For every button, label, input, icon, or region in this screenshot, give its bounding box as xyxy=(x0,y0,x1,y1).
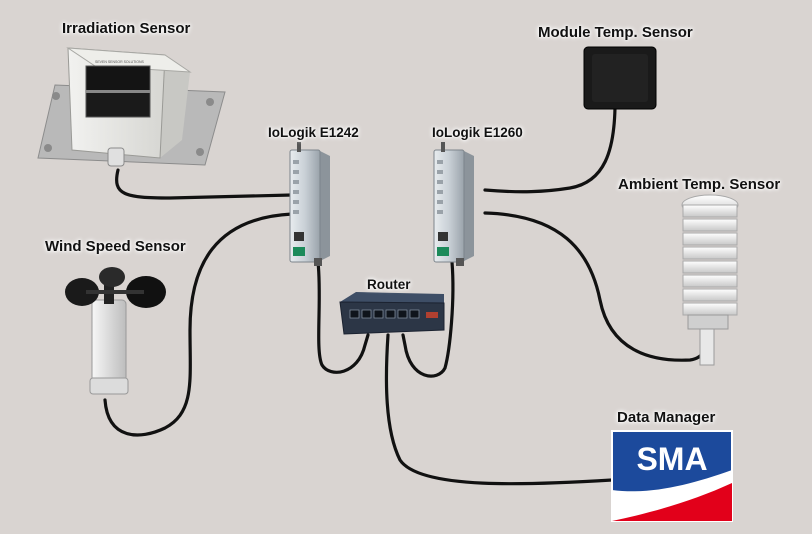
ambient-temp-probe xyxy=(699,328,715,366)
cable-gland xyxy=(107,147,125,167)
data-manager-label: Data Manager xyxy=(617,409,716,426)
cable-e1242-to-router xyxy=(316,260,370,374)
router-ports xyxy=(349,309,420,319)
cable-module-temp-to-e1260 xyxy=(483,106,617,194)
e1260-ethernet-port xyxy=(438,232,448,241)
anemometer-cup-back xyxy=(99,267,125,287)
anemometer-cup-right xyxy=(126,276,166,308)
router-device xyxy=(339,292,445,335)
cable-irradiation-to-e1242 xyxy=(115,168,294,200)
ambient-temp-sensor-label: Ambient Temp. Sensor xyxy=(618,176,781,193)
wind-speed-sensor-label: Wind Speed Sensor xyxy=(45,238,186,255)
iologik-e1260-device xyxy=(433,142,474,266)
e1242-housing xyxy=(289,149,321,263)
anemometer-cup-left xyxy=(65,278,99,306)
solar-cell-lower xyxy=(85,91,151,118)
iologik-e1260-label: IoLogik E1260 xyxy=(432,125,523,140)
module-temp-sensor-label: Module Temp. Sensor xyxy=(538,24,693,41)
cables xyxy=(103,106,709,486)
irradiation-sensor-brand: SEVEN SENSOR SOLUTIONS xyxy=(95,60,144,64)
e1260-housing xyxy=(433,149,465,263)
ambient-temp-clamp xyxy=(687,314,729,330)
irradiation-sensor-label: Irradiation Sensor xyxy=(62,20,191,37)
module-temp-sensor-device xyxy=(583,46,657,110)
cable-e1260-to-router xyxy=(401,260,455,378)
cable-wind-to-e1242 xyxy=(103,212,294,437)
anemometer-pole xyxy=(91,299,127,391)
sma-red-swoosh xyxy=(612,483,732,521)
sma-logo-text: SMA xyxy=(636,441,707,477)
radiation-shield xyxy=(681,194,739,316)
irradiation-sensor-device: SEVEN SENSOR SOLUTIONS xyxy=(37,47,226,167)
solar-cell-upper xyxy=(85,65,151,92)
cable-ambient-temp-to-e1260 xyxy=(483,211,709,362)
wind-speed-sensor-device xyxy=(65,267,166,395)
iologik-e1242-label: IoLogik E1242 xyxy=(268,125,359,140)
ambient-temp-sensor-device xyxy=(681,194,739,366)
e1242-brand-plate xyxy=(293,247,305,256)
iologik-e1242-device xyxy=(289,142,330,266)
e1260-brand-plate xyxy=(437,247,449,256)
e1242-ethernet-port xyxy=(294,232,304,241)
sma-data-manager-logo: SMA xyxy=(611,430,733,522)
router-label: Router xyxy=(367,277,411,292)
cable-router-to-sma xyxy=(384,333,614,486)
